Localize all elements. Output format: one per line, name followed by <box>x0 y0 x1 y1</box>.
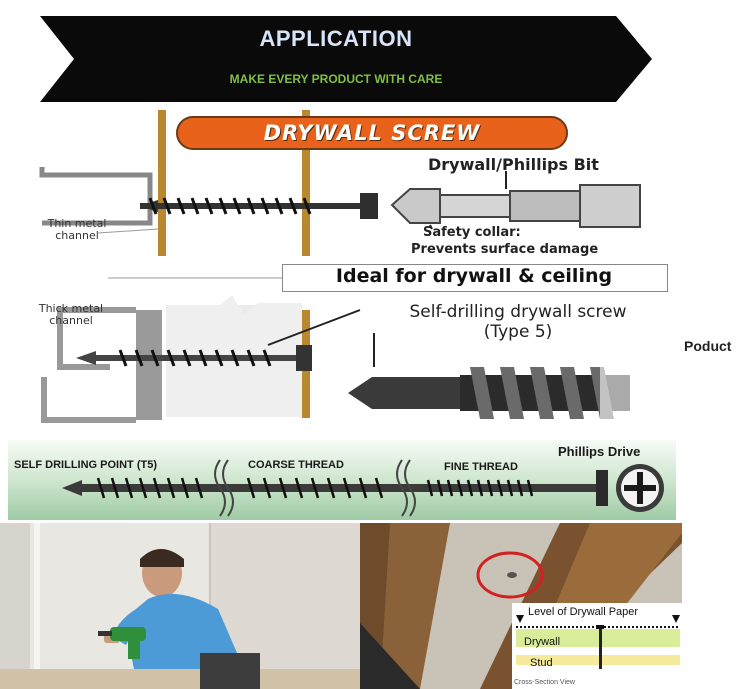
self-drilling-point-label: SELF DRILLING POINT (T5) <box>14 459 157 471</box>
drywall-screw-illustration <box>39 110 641 423</box>
thin-channel-label: Thin metal channel <box>47 217 107 242</box>
application-banner <box>40 16 652 102</box>
safety-collar-desc: Prevents surface damage <box>411 242 599 257</box>
phillips-bit <box>390 171 641 230</box>
drywall-paper-label: Level of Drywall Paper <box>528 606 639 618</box>
self-drilling-screw-closeup <box>348 333 634 421</box>
side-product-label: Poduct <box>684 338 732 354</box>
banner-subtitle: MAKE EVERY PRODUCT WITH CARE <box>229 72 443 86</box>
safety-collar-title: Safety collar: <box>423 225 521 240</box>
drywall-screw-heading-pill <box>176 116 568 150</box>
drywall-screw-heading: DRYWALL SCREW <box>263 121 481 145</box>
ceiling-screw-photo <box>360 523 682 689</box>
drywall-layer-label: Drywall <box>524 636 561 648</box>
stud-layer-label: Stud <box>530 657 553 669</box>
screw-thick-channel <box>76 309 361 371</box>
thick-channel-label: Thick metal channel <box>38 302 104 327</box>
self-drilling-title: Self-drilling drywall screw <box>409 302 627 322</box>
self-drilling-label: Self-drilling drywall screw (Type 5) <box>368 302 668 342</box>
screw-thin-channel <box>140 193 378 219</box>
phillips-drive-label: Phillips Drive <box>558 444 641 459</box>
fine-thread-label: FINE THREAD <box>444 461 518 473</box>
worker-drilling-photo <box>0 523 360 689</box>
phillips-drive-icon <box>616 464 664 512</box>
banner-title: APPLICATION <box>259 26 413 51</box>
bit-label: Drywall/Phillips Bit <box>428 155 599 174</box>
ideal-for-box <box>282 264 668 292</box>
power-drill-icon <box>98 627 146 659</box>
coarse-thread-label: COARSE THREAD <box>248 459 344 471</box>
self-drilling-type: (Type 5) <box>483 322 553 342</box>
ideal-for-label: Ideal for drywall & ceiling <box>335 265 613 287</box>
thread-strip <box>8 440 676 520</box>
cross-section-caption: Cross-Section View <box>514 679 575 686</box>
safety-collar-label: Safety collar: Prevents surface damage <box>411 224 598 258</box>
cross-section-inset <box>512 603 682 689</box>
